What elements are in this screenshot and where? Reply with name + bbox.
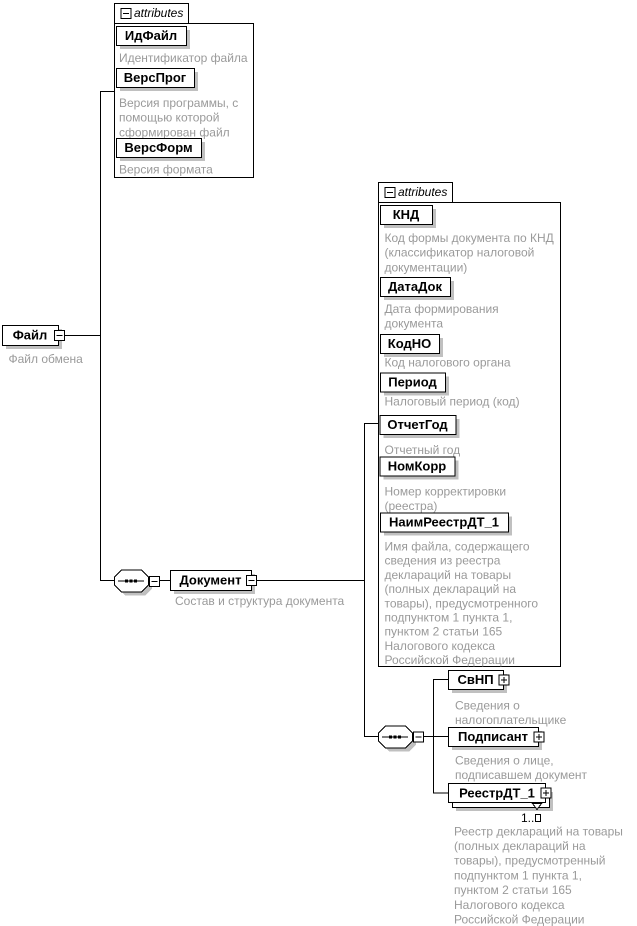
svg-text:(полных деклараций на: (полных деклараций на bbox=[385, 582, 517, 596]
svg-text:пунктом 2 статьи 165: пунктом 2 статьи 165 bbox=[385, 625, 503, 639]
svg-text:сформирован файл: сформирован файл bbox=[119, 125, 230, 139]
svg-text:КНД: КНД bbox=[393, 207, 420, 222]
svg-text:Сведения о лице,: Сведения о лице, bbox=[455, 754, 554, 768]
svg-text:НаимРеестрДТ_1: НаимРеестрДТ_1 bbox=[389, 515, 499, 530]
svg-text:Код формы документа по КНД: Код формы документа по КНД bbox=[385, 231, 554, 245]
svg-text:подписавшем документ: подписавшем документ bbox=[455, 768, 588, 782]
svg-text:Файл обмена: Файл обмена bbox=[9, 352, 84, 366]
svg-text:Подписант: Подписант bbox=[458, 729, 528, 744]
svg-text:Период: Период bbox=[388, 375, 437, 390]
svg-text:ВерсПрог: ВерсПрог bbox=[124, 70, 187, 85]
svg-text:Дата формирования: Дата формирования bbox=[385, 302, 499, 316]
svg-text:Номер корректировки: Номер корректировки bbox=[385, 484, 507, 498]
svg-text:СвНП: СвНП bbox=[457, 672, 493, 687]
svg-text:Отчетный год: Отчетный год bbox=[385, 443, 461, 457]
svg-text:документации): документации) bbox=[385, 260, 468, 274]
svg-text:Код налогового органа: Код налогового органа bbox=[385, 356, 511, 370]
svg-text:1..: 1.. bbox=[521, 811, 534, 825]
svg-text:товары), предусмотренный: товары), предусмотренный bbox=[454, 854, 605, 868]
svg-text:attributes: attributes bbox=[134, 6, 183, 20]
svg-text:Российской Федерации: Российской Федерации bbox=[454, 913, 585, 926]
svg-text:КодНО: КодНО bbox=[388, 336, 431, 351]
svg-text:ОтчетГод: ОтчетГод bbox=[387, 417, 448, 432]
svg-text:Имя файла, содержащего: Имя файла, содержащего bbox=[385, 540, 530, 554]
svg-text:attributes: attributes bbox=[398, 185, 447, 199]
svg-text:пунктом 2 статьи 165: пунктом 2 статьи 165 bbox=[454, 883, 572, 897]
svg-text:Налоговый период (код): Налоговый период (код) bbox=[385, 395, 520, 409]
svg-text:сведения из реестра: сведения из реестра bbox=[385, 554, 501, 568]
svg-text:подпунктом 1 пункта 1,: подпунктом 1 пункта 1, bbox=[454, 868, 582, 882]
svg-text:(полных деклараций на: (полных деклараций на bbox=[454, 839, 586, 853]
svg-text:РеестрДТ_1: РеестрДТ_1 bbox=[459, 786, 535, 801]
svg-text:ДатаДок: ДатаДок bbox=[388, 279, 442, 294]
svg-text:Идентификатор файла: Идентификатор файла bbox=[119, 51, 248, 65]
svg-text:(классификатор налоговой: (классификатор налоговой bbox=[385, 246, 535, 260]
svg-text:Налогового кодекса: Налогового кодекса bbox=[454, 898, 565, 912]
svg-text:документа: документа bbox=[385, 317, 444, 331]
svg-text:Состав и структура документа: Состав и структура документа bbox=[175, 594, 345, 608]
svg-text:Версия программы, с: Версия программы, с bbox=[119, 96, 238, 110]
svg-text:помощью которой: помощью которой bbox=[119, 111, 219, 125]
svg-text:Сведения о: Сведения о bbox=[455, 699, 520, 713]
svg-text:Документ: Документ bbox=[180, 573, 242, 588]
svg-text:Налогового кодекса: Налогового кодекса bbox=[385, 639, 496, 653]
svg-text:подпунктом 1 пункта 1,: подпунктом 1 пункта 1, bbox=[385, 611, 513, 625]
svg-text:налогоплательщике: налогоплательщике bbox=[455, 713, 567, 727]
svg-text:ИдФайл: ИдФайл bbox=[125, 28, 177, 43]
svg-text:Российской Федерации: Российской Федерации bbox=[385, 653, 516, 667]
svg-text:ВерсФорм: ВерсФорм bbox=[124, 140, 192, 155]
svg-text:НомКорр: НомКорр bbox=[388, 459, 447, 474]
svg-text:Файл: Файл bbox=[13, 328, 48, 343]
svg-text:деклараций на товары: деклараций на товары bbox=[385, 568, 512, 582]
svg-text:(реестра): (реестра) bbox=[385, 499, 438, 513]
svg-text:Версия формата: Версия формата bbox=[119, 163, 213, 177]
svg-text:товары), предусмотренного: товары), предусмотренного bbox=[385, 596, 539, 610]
svg-text:Реестр деклараций на товары: Реестр деклараций на товары bbox=[454, 824, 623, 838]
